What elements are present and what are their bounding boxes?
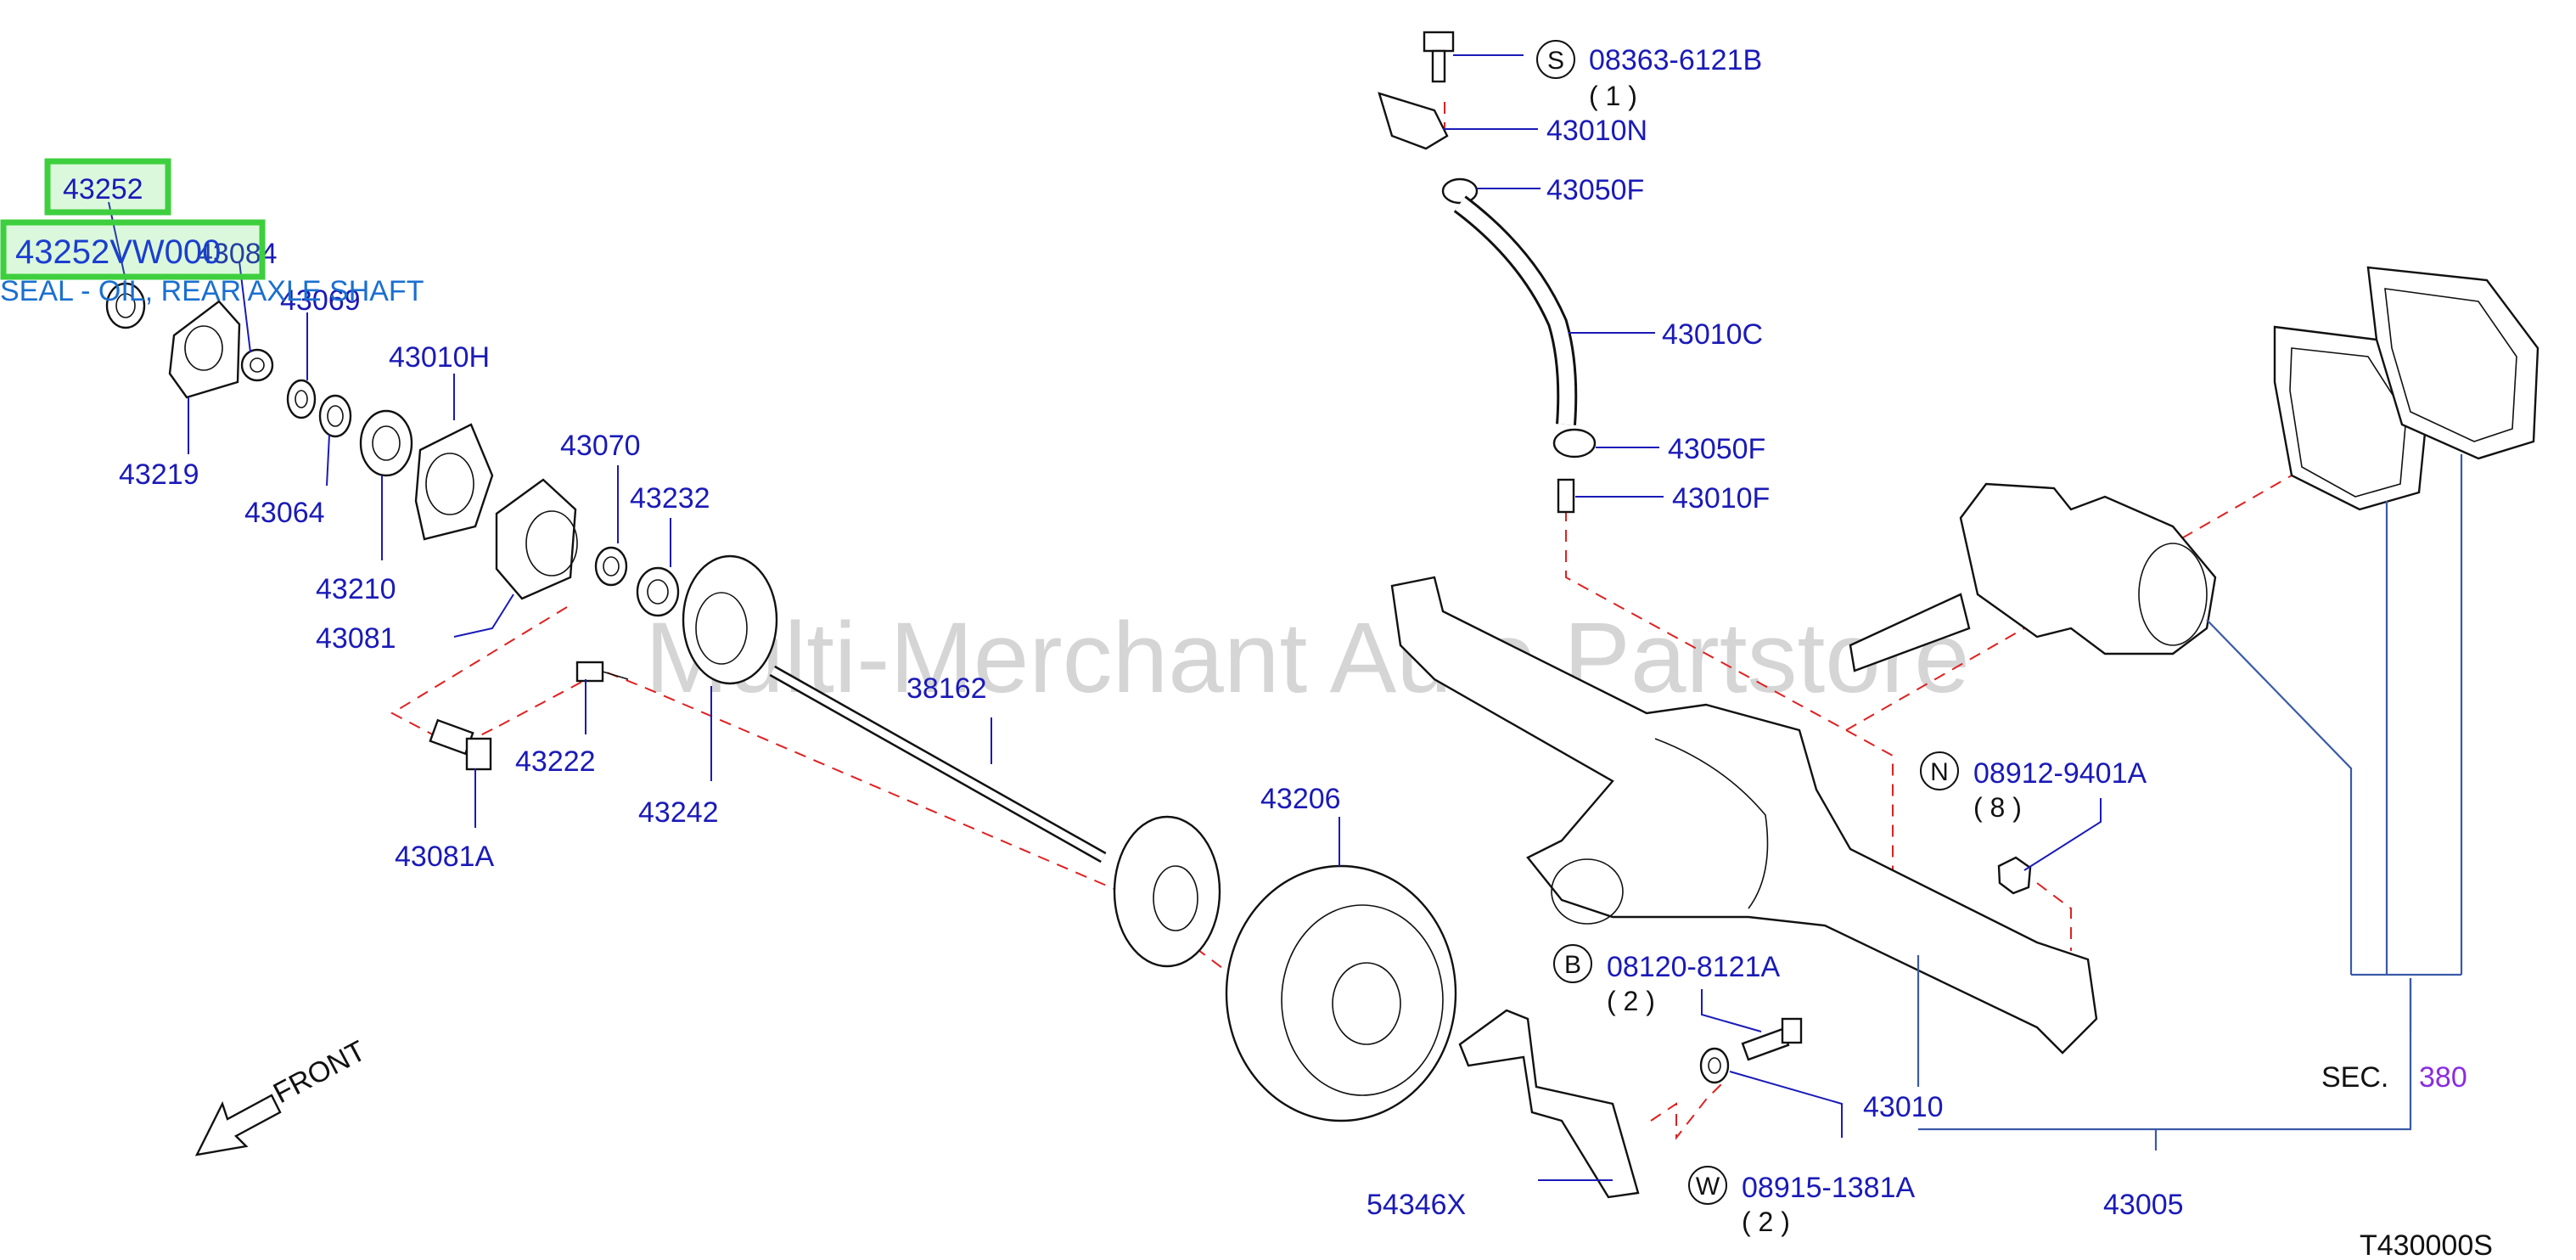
- symbol-n-icon: [1920, 751, 1959, 790]
- label-43232[interactable]: 43232: [630, 482, 710, 515]
- highlight-ref-box[interactable]: [44, 158, 171, 216]
- label-43010F[interactable]: 43010F: [1672, 482, 1770, 515]
- label-43206[interactable]: 43206: [1260, 783, 1341, 815]
- washer-08915-icon: [1699, 1047, 1730, 1084]
- label-43010H[interactable]: 43010H: [389, 341, 490, 374]
- label-43210[interactable]: 43210: [316, 573, 396, 605]
- hose-clamp-top-icon: [1441, 177, 1479, 205]
- axle-shaft-icon: [769, 665, 1221, 968]
- callout-b-part[interactable]: 08120-8121A: [1607, 951, 1781, 983]
- highlight-ref-label[interactable]: 43252: [63, 173, 143, 205]
- label-43050F-bottom[interactable]: 43050F: [1668, 433, 1765, 465]
- callout-n-part[interactable]: 08912-9401A: [1973, 757, 2147, 790]
- callout-w-part[interactable]: 08915-1381A: [1742, 1172, 1916, 1204]
- inner-bearing-icon: [636, 566, 680, 617]
- label-43010N[interactable]: 43010N: [1546, 115, 1647, 147]
- spacer-icon: [318, 394, 352, 438]
- rear-cover-icon: [2366, 266, 2540, 460]
- symbol-w-letter: W: [1696, 1173, 1720, 1201]
- symbol-b-letter: B: [1564, 951, 1581, 979]
- label-43005[interactable]: 43005: [2103, 1189, 2184, 1221]
- section-label: SEC.: [2321, 1061, 2388, 1094]
- symbol-s-icon: [1536, 40, 1575, 79]
- callout-w-qty: ( 2 ): [1742, 1207, 1790, 1237]
- nut-08912-icon: [1997, 856, 2032, 895]
- label-43064[interactable]: 43064: [244, 497, 325, 529]
- label-38162[interactable]: 38162: [906, 672, 987, 705]
- breather-bracket-icon: [1378, 92, 1449, 150]
- label-43081[interactable]: 43081: [316, 622, 396, 655]
- front-arrow-icon: [194, 1094, 282, 1156]
- label-43222[interactable]: 43222: [515, 745, 596, 778]
- highlighted-part[interactable]: 43252 43252VW000 SEAL - OIL, REAR AXLE S…: [0, 158, 424, 307]
- diagram-code: T430000S: [2360, 1229, 2493, 1260]
- section-number[interactable]: 380: [2419, 1061, 2467, 1094]
- highlight-description: SEAL - OIL, REAR AXLE SHAFT: [0, 275, 424, 307]
- label-43050F-top[interactable]: 43050F: [1546, 174, 1644, 206]
- front-indicator: FRONT: [194, 1035, 371, 1156]
- gasket-icon: [168, 300, 241, 399]
- bolt-43081A-icon: [429, 718, 492, 771]
- label-43070[interactable]: 43070: [560, 430, 641, 462]
- label-43219[interactable]: 43219: [119, 458, 199, 491]
- symbol-s-letter: S: [1547, 47, 1564, 75]
- hose-clamp-bottom-icon: [1552, 428, 1597, 458]
- lock-nut-icon: [240, 348, 274, 382]
- highlight-part-number-box[interactable]: [0, 219, 266, 280]
- callout-b[interactable]: B 08120-8121A ( 2 ): [1553, 944, 1781, 1016]
- front-label: FRONT: [268, 1035, 371, 1111]
- part-labels: 43084 43069 43219 43064 43010H 43210 430…: [119, 115, 2493, 1260]
- symbol-b-icon: [1553, 944, 1592, 983]
- callout-w[interactable]: W 08915-1381A ( 2 ): [1688, 1166, 1916, 1237]
- label-54346X[interactable]: 54346X: [1367, 1189, 1466, 1221]
- bearing-housing-icon: [495, 478, 578, 600]
- label-43010C[interactable]: 43010C: [1662, 318, 1763, 351]
- callout-s-qty: ( 1 ): [1589, 81, 1637, 111]
- differential-carrier-icon: [1849, 482, 2217, 672]
- callout-b-qty: ( 2 ): [1607, 986, 1655, 1016]
- callout-n-qty: ( 8 ): [1973, 792, 2022, 823]
- label-43242[interactable]: 43242: [638, 796, 719, 829]
- axle-housing-icon: [1390, 576, 2098, 1055]
- leader-lines: [108, 54, 2463, 1181]
- label-43010[interactable]: 43010: [1863, 1091, 1944, 1123]
- breather-fitting-icon: [1557, 478, 1575, 514]
- callout-s[interactable]: S 08363-6121B ( 1 ): [1536, 40, 1762, 111]
- backing-plate-icon: [682, 554, 778, 685]
- callout-n[interactable]: N 08912-9401A ( 8 ): [1920, 751, 2147, 823]
- bracket-icon: [1458, 1009, 1640, 1199]
- label-43069[interactable]: 43069: [280, 284, 361, 317]
- callout-s-part[interactable]: 08363-6121B: [1589, 44, 1762, 76]
- symbol-w-icon: [1688, 1166, 1727, 1205]
- bolt-43222-icon: [575, 661, 629, 683]
- label-43081A[interactable]: 43081A: [395, 841, 495, 873]
- highlight-part-number[interactable]: 43252VW000: [15, 233, 221, 271]
- ring-icon: [594, 546, 628, 587]
- bearing-cage-icon: [414, 423, 494, 541]
- watermark: Multi-Merchant Auto Partstore: [645, 602, 1970, 714]
- brake-drum-icon: [1225, 864, 1457, 1122]
- symbol-n-letter: N: [1930, 758, 1949, 786]
- part-shapes: [105, 31, 2540, 1199]
- oil-seal-icon: [105, 282, 146, 329]
- breather-bolt-icon: [1423, 31, 1455, 83]
- bearing-icon: [359, 409, 413, 477]
- breather-hose-icon: [1453, 195, 1578, 425]
- lock-washer-icon: [286, 379, 317, 419]
- bolt-08120-icon: [1741, 1017, 1803, 1061]
